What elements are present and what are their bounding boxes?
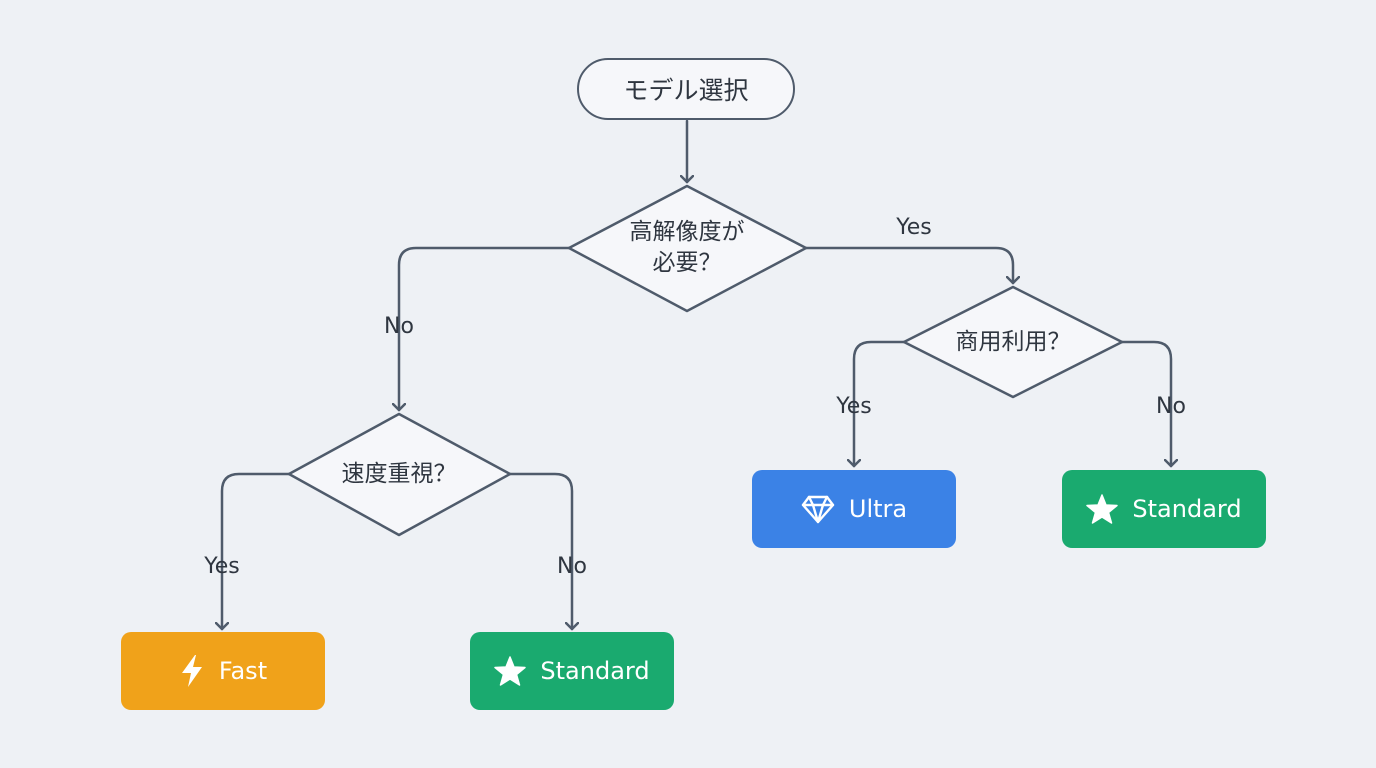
- result-ultra: Ultra: [752, 470, 956, 548]
- edge-label-speed-yes: Yes: [204, 554, 240, 579]
- edge-speed-no: [508, 472, 572, 631]
- diamond-icon: [801, 495, 835, 524]
- decision-speed: 速度重視？: [299, 454, 499, 494]
- decision-speed-shape: [287, 412, 512, 537]
- edge-speed-yes: [222, 472, 291, 631]
- result-standard-left: Standard: [470, 632, 674, 710]
- decision-commercial: 商用利用？: [914, 322, 1112, 362]
- edge-commercial-no: [1120, 340, 1171, 468]
- result-fast-label: Fast: [218, 657, 268, 685]
- decision-high-res-line2: 必要？: [652, 250, 722, 276]
- edge-commercial-yes: [854, 340, 906, 468]
- decision-high-res: 高解像度が 必要？: [589, 206, 785, 290]
- edge-high-res-yes: [804, 246, 1013, 285]
- start-node-label: モデル選択: [623, 76, 749, 105]
- result-ultra-label: Ultra: [848, 495, 908, 523]
- start-node: モデル選択: [577, 58, 795, 120]
- lightning-icon: [181, 655, 202, 687]
- decision-high-res-line1: 高解像度が: [629, 219, 745, 245]
- edge-label-speed-no: No: [557, 554, 587, 579]
- star-icon: [494, 656, 527, 686]
- decision-speed-label: 速度重視？: [341, 460, 457, 487]
- result-fast: Fast: [121, 632, 325, 710]
- edge-label-commercial-no: No: [1156, 394, 1186, 419]
- decision-commercial-label: 商用利用？: [955, 328, 1071, 355]
- edge-label-commercial-yes: Yes: [836, 394, 872, 419]
- decision-commercial-shape: [902, 285, 1124, 399]
- decision-high-res-shape: [567, 184, 808, 313]
- star-icon: [1086, 494, 1119, 524]
- result-standard-left-label: Standard: [540, 657, 650, 685]
- edge-label-high-res-yes: Yes: [896, 215, 932, 240]
- result-standard-right-label: Standard: [1132, 495, 1242, 523]
- edge-high-res-no: [399, 246, 571, 412]
- edge-label-high-res-no: No: [384, 314, 414, 339]
- result-standard-right: Standard: [1062, 470, 1266, 548]
